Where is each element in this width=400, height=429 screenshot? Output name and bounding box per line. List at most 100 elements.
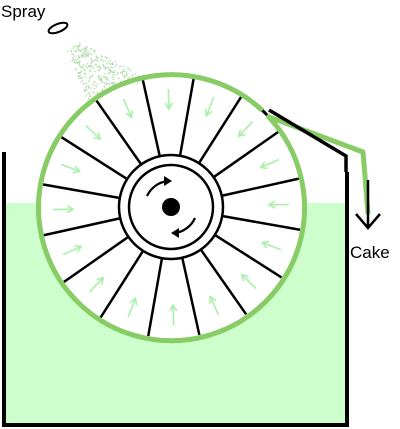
mist-droplet xyxy=(78,56,80,58)
mist-droplet xyxy=(111,63,114,65)
mist-droplet xyxy=(104,56,107,58)
mist-droplet xyxy=(89,76,91,78)
mist-droplet xyxy=(79,42,81,44)
mist-droplet xyxy=(99,66,101,68)
mist-droplet xyxy=(114,61,117,63)
flow-arrow xyxy=(60,163,82,174)
mist-droplet xyxy=(85,86,87,88)
mist-droplet xyxy=(70,49,73,52)
mist-droplet xyxy=(87,53,90,56)
mist-droplet xyxy=(81,48,83,51)
mist-droplet xyxy=(77,45,79,47)
mist-droplet xyxy=(84,69,86,71)
mist-droplet xyxy=(128,68,130,70)
mist-droplet xyxy=(72,56,74,59)
mist-droplet xyxy=(111,62,113,64)
mist-droplet xyxy=(111,71,114,73)
mist-droplet xyxy=(80,70,83,72)
mist-droplet xyxy=(94,85,96,87)
mist-droplet xyxy=(84,76,86,78)
mist-droplet xyxy=(79,49,82,52)
segment-divider xyxy=(41,183,121,200)
mist-droplet xyxy=(78,45,81,48)
mist-droplet xyxy=(72,47,75,50)
mist-droplet xyxy=(98,75,100,77)
segment-divider xyxy=(221,177,300,197)
mist-droplet xyxy=(76,59,78,61)
flow-arrow xyxy=(164,89,173,111)
flow-arrow xyxy=(53,205,75,214)
mist-droplet xyxy=(94,70,96,73)
mist-droplet xyxy=(108,84,111,86)
mist-droplet xyxy=(88,85,91,87)
mist-droplet xyxy=(90,61,93,63)
mist-droplet xyxy=(80,65,83,68)
flow-arrow xyxy=(237,121,254,138)
flow-arrow xyxy=(267,200,289,209)
mist-droplet xyxy=(87,55,89,58)
mist-droplet xyxy=(80,50,83,53)
mist-droplet xyxy=(100,59,102,61)
mist-droplet xyxy=(90,48,92,50)
mist-droplet xyxy=(121,72,123,75)
flow-arrow xyxy=(122,98,134,119)
mist-droplet xyxy=(106,82,108,84)
mist-droplet xyxy=(126,74,128,76)
mist-droplet xyxy=(78,63,81,66)
mist-droplet xyxy=(83,56,85,58)
mist-droplet xyxy=(79,61,81,63)
mist-droplet xyxy=(97,60,99,62)
mist-droplet xyxy=(85,88,88,90)
mist-droplet xyxy=(78,77,80,80)
mist-droplet xyxy=(104,73,106,75)
spray-nozzle xyxy=(47,21,69,35)
mist-droplet xyxy=(67,50,69,52)
mist-droplet xyxy=(111,77,113,79)
mist-droplet xyxy=(114,70,116,72)
mist-droplet xyxy=(98,66,100,69)
mist-droplet xyxy=(109,66,112,69)
mist-droplet xyxy=(95,56,98,59)
mist-droplet xyxy=(111,84,114,86)
mist-droplet xyxy=(104,66,107,69)
flow-arrow xyxy=(85,124,102,141)
mist-droplet xyxy=(127,77,129,80)
mist-droplet xyxy=(75,45,77,48)
mist-droplet xyxy=(86,67,88,69)
mist-droplet xyxy=(119,71,122,74)
mist-droplet xyxy=(89,93,91,95)
flow-arrow xyxy=(169,303,178,325)
mist-droplet xyxy=(82,55,84,57)
mist-droplet xyxy=(126,72,128,75)
segment-divider xyxy=(178,77,195,157)
mist-droplet xyxy=(71,51,73,53)
cake-discharge-arrow xyxy=(355,180,381,230)
mist-droplet xyxy=(78,44,80,47)
mist-droplet xyxy=(72,54,75,56)
mist-droplet xyxy=(99,67,102,70)
mist-droplet xyxy=(113,76,115,78)
mist-droplet xyxy=(91,54,93,56)
flow-arrow xyxy=(204,96,215,118)
mist-droplet xyxy=(108,72,110,74)
mist-droplet xyxy=(102,75,105,78)
mist-droplet xyxy=(108,73,111,75)
mist-droplet xyxy=(85,83,88,85)
mist-droplet xyxy=(85,50,87,52)
mist-droplet xyxy=(123,74,125,77)
mist-droplet xyxy=(131,74,133,76)
mist-droplet xyxy=(103,87,105,89)
mist-droplet xyxy=(87,93,89,95)
mist-droplet xyxy=(96,66,98,68)
mist-droplet xyxy=(94,81,96,83)
mist-droplet xyxy=(92,60,94,63)
mist-droplet xyxy=(128,76,131,79)
mist-droplet xyxy=(134,73,137,75)
mist-droplet xyxy=(105,57,108,59)
mist-droplet xyxy=(93,81,95,84)
mist-droplet xyxy=(86,63,89,65)
mist-droplet xyxy=(77,76,80,78)
mist-droplet xyxy=(74,55,76,57)
mist-droplet xyxy=(98,69,101,72)
